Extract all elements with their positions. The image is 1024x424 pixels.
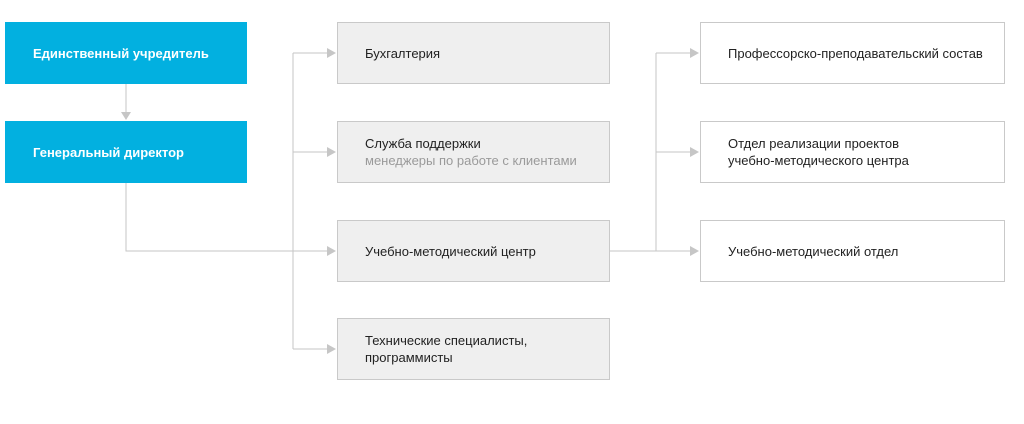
node-technical-specialists-label-line2: программисты	[365, 350, 453, 365]
node-educational-methodical-department: Учебно-методический отдел	[700, 220, 1005, 282]
node-educational-methodical-center: Учебно-методический центр	[337, 220, 610, 282]
node-projects-department: Отдел реализации проектов учебно-методич…	[700, 121, 1005, 183]
arrowhead-director	[121, 112, 131, 120]
node-projects-department-label-line2: учебно-методического центра	[728, 153, 909, 168]
node-projects-department-label-line1: Отдел реализации проектов	[728, 136, 900, 151]
node-founder: Единственный учредитель	[5, 22, 247, 84]
node-accounting-label: Бухгалтерия	[365, 45, 441, 61]
arrowhead-projects	[690, 147, 699, 157]
node-founder-label: Единственный учредитель	[33, 45, 209, 61]
arrowhead-umo	[690, 246, 699, 256]
arrowhead-faculty	[690, 48, 699, 58]
arrowhead-tech	[327, 344, 336, 354]
node-support-service: Служба поддержки менеджеры по работе с к…	[337, 121, 610, 183]
node-technical-specialists-label-line1: Технические специалисты,	[365, 333, 528, 348]
node-technical-specialists: Технические специалисты, программисты	[337, 318, 610, 380]
node-faculty-staff: Профессорско-преподавательский состав	[700, 22, 1005, 84]
arrowhead-accounting	[327, 48, 336, 58]
edge-director-bus	[125, 183, 329, 252]
node-support-service-label: Служба поддержки	[365, 136, 481, 151]
node-educational-methodical-department-label: Учебно-методический отдел	[728, 243, 899, 259]
node-accounting: Бухгалтерия	[337, 22, 610, 84]
node-faculty-staff-label: Профессорско-преподавательский состав	[728, 45, 983, 61]
arrowhead-support	[327, 147, 336, 157]
node-support-service-subtitle: менеджеры по работе с клиентами	[365, 153, 577, 168]
arrowhead-umc	[327, 246, 336, 256]
node-general-director-label: Генеральный директор	[33, 144, 184, 160]
node-educational-methodical-center-label: Учебно-методический центр	[365, 243, 536, 259]
node-general-director: Генеральный директор	[5, 121, 247, 183]
